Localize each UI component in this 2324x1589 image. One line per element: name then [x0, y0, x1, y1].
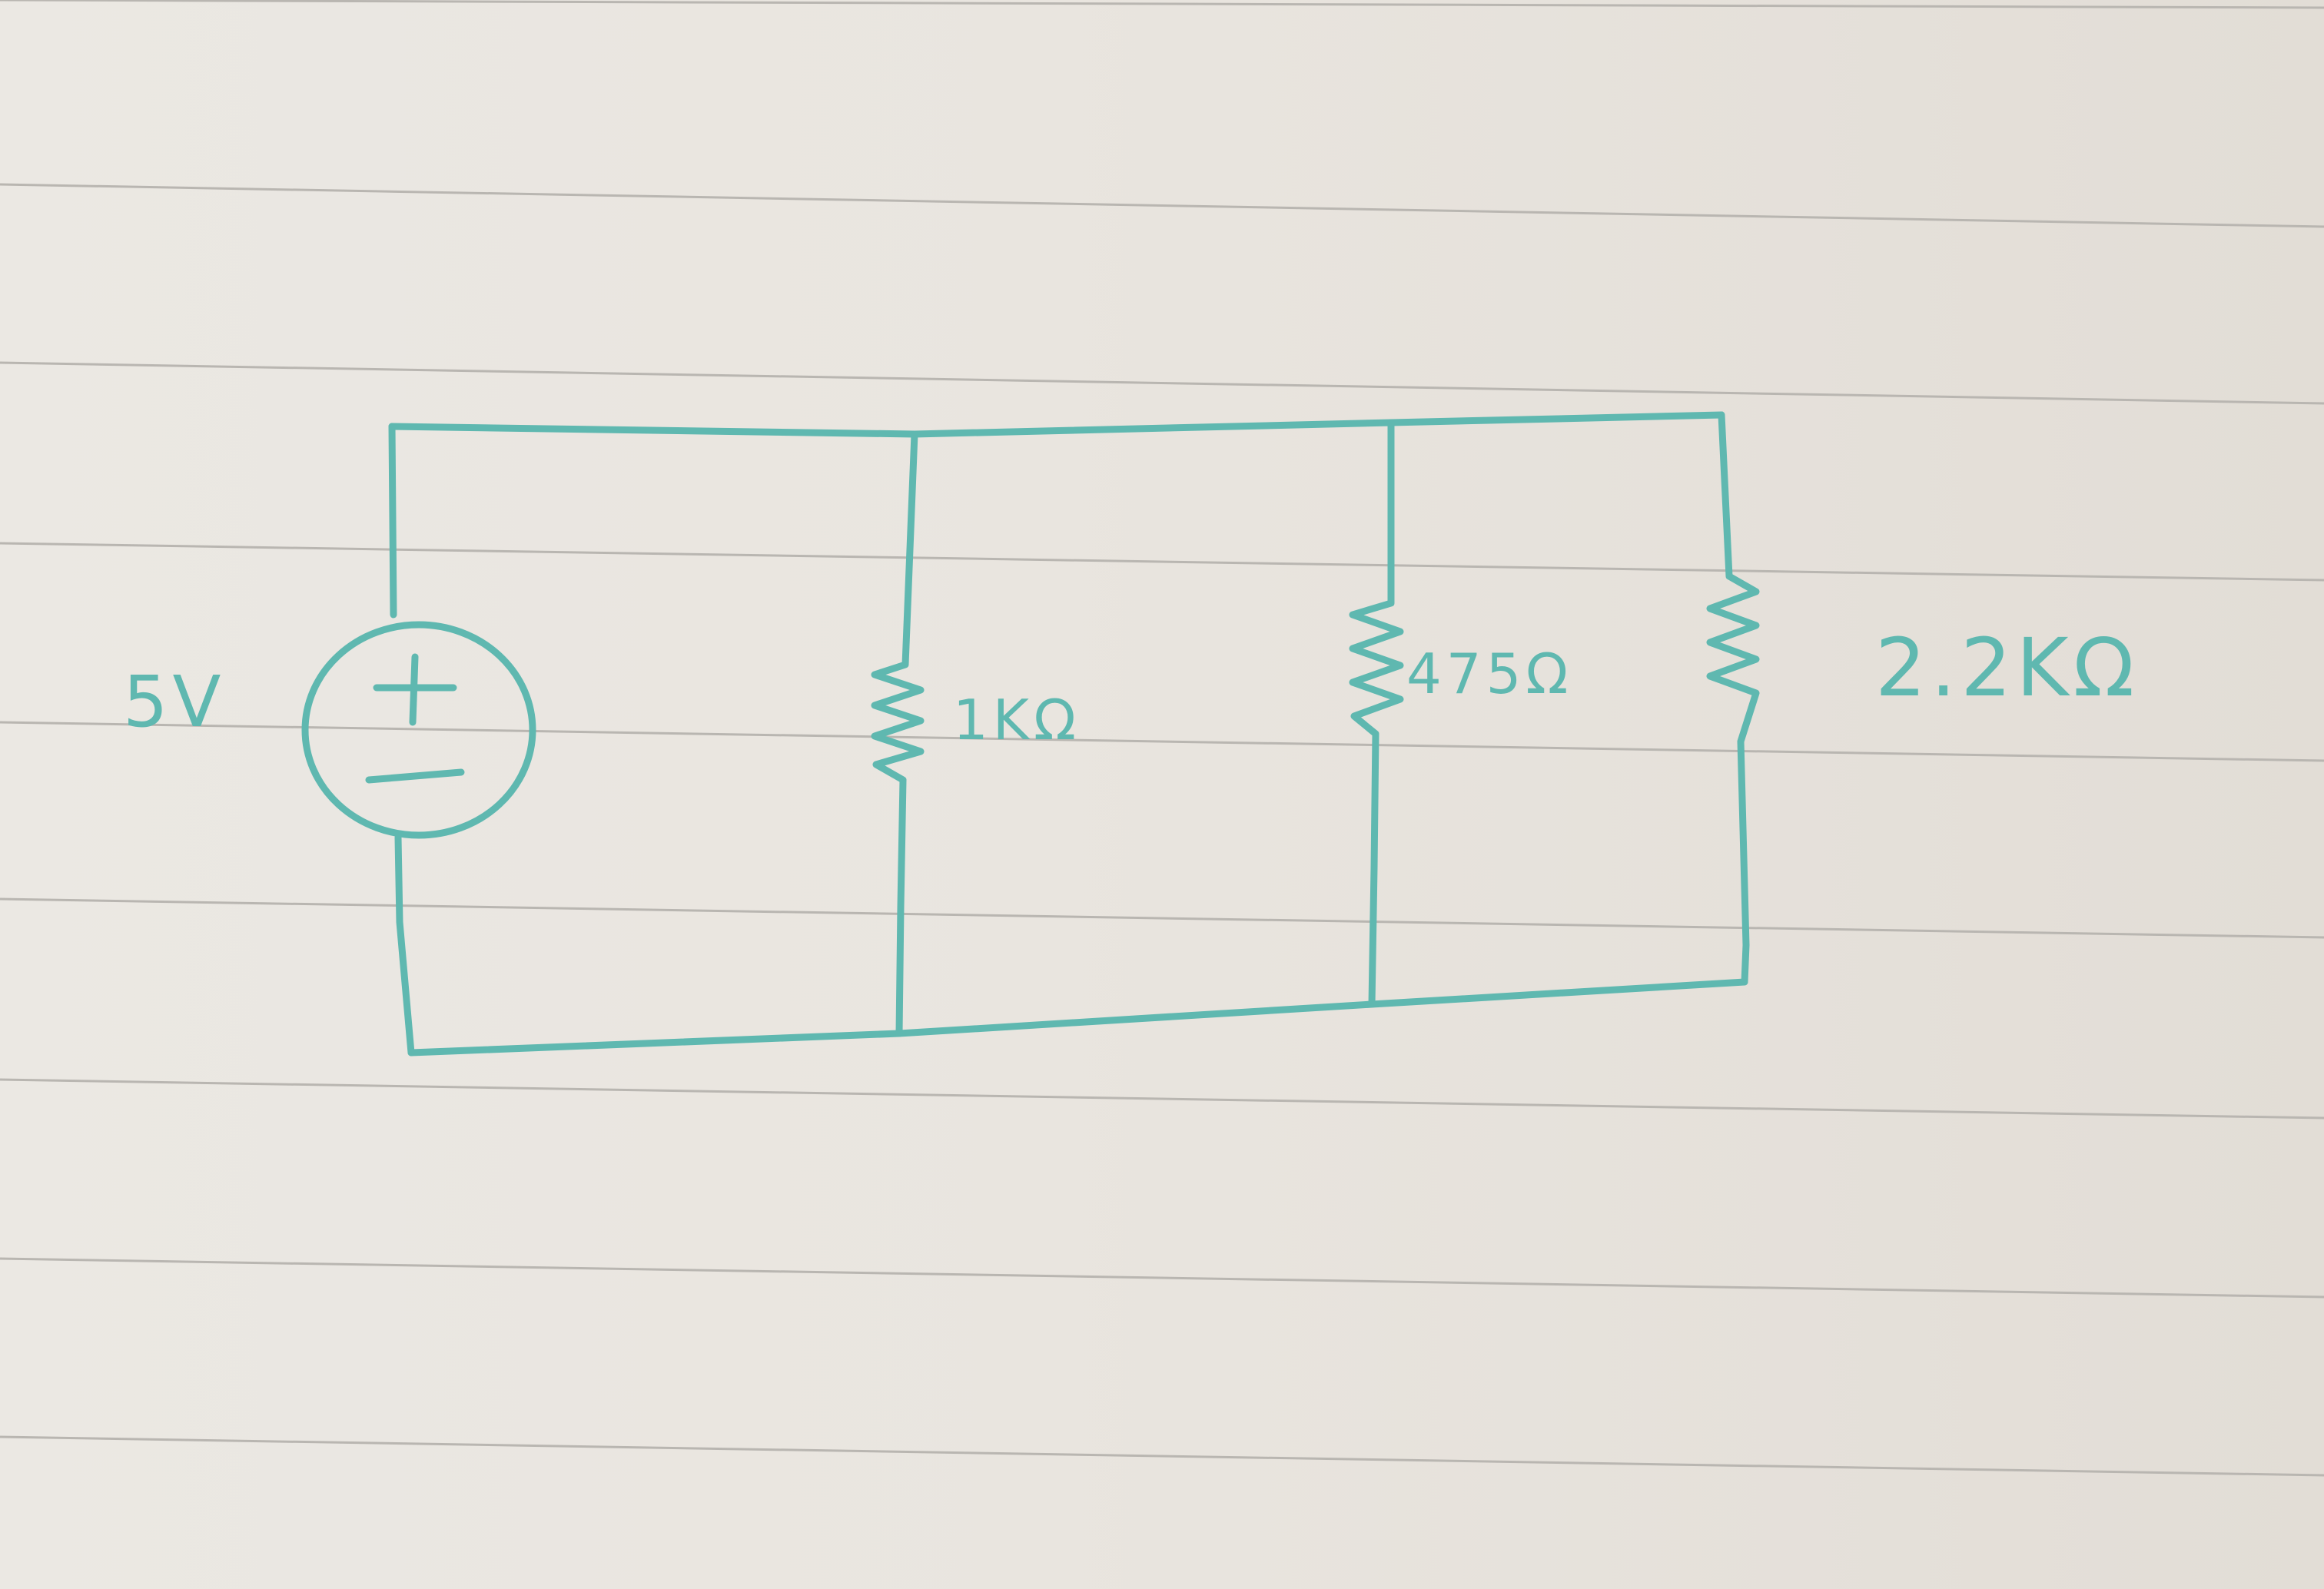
resistor-2-2k-label: 2.2KΩ: [1875, 621, 2140, 715]
source-top-lead: [388, 423, 397, 619]
plus-icon: [373, 653, 457, 726]
voltage-source-circle: [301, 621, 536, 839]
minus-icon: [365, 768, 465, 784]
ruled-lines: [0, 0, 2324, 1477]
resistor-1k-branch: [871, 430, 925, 1037]
top-wire: [388, 411, 1725, 438]
source-bottom-lead: [394, 834, 415, 1057]
bottom-wire: [407, 978, 1748, 1057]
resistor-2-2k-branch: [1706, 411, 1760, 986]
voltage-source-label: 5V: [123, 661, 226, 743]
resistor-1k-label: 1KΩ: [953, 688, 1081, 752]
resistor-475-branch: [1349, 419, 1404, 1008]
resistor-475-label: 475Ω: [1406, 642, 1573, 706]
